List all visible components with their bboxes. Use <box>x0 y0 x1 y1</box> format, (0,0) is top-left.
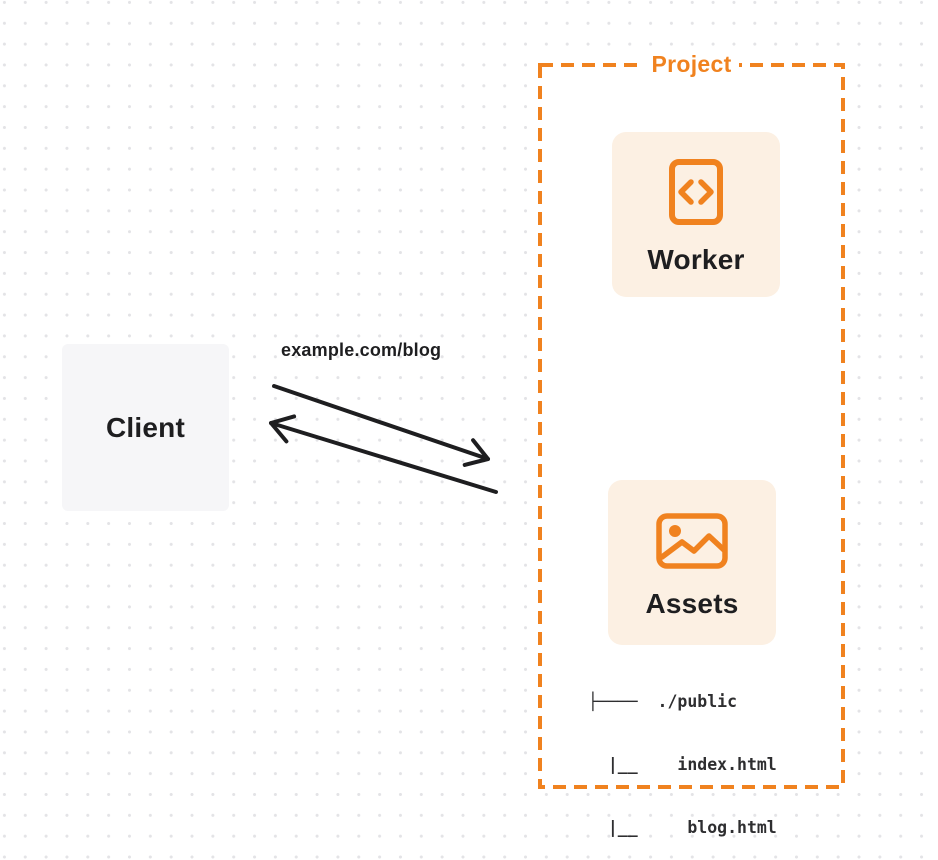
code-file-icon <box>669 159 723 225</box>
arrowhead-right-icon <box>462 438 490 467</box>
file-tree-root: ├──── ./public <box>588 692 738 711</box>
assets-label: Assets <box>645 588 739 619</box>
file-tree-item: |__ blog.html <box>588 818 777 837</box>
request-url-label: example.com/blog <box>281 340 442 360</box>
request-arrow <box>272 384 490 467</box>
client-label: Client <box>106 411 185 443</box>
image-icon <box>656 513 728 569</box>
assets-card: Assets <box>608 480 776 645</box>
worker-label: Worker <box>647 244 745 275</box>
project-label: Project <box>644 51 739 78</box>
response-arrow <box>269 414 498 494</box>
client-node: Client <box>62 344 229 511</box>
file-tree-item: |__ index.html <box>588 755 777 774</box>
project-boundary-header: Project <box>540 51 843 78</box>
assets-file-tree: ├──── ./public |__ index.html |__ blog.h… <box>588 649 777 860</box>
arrowhead-left-icon <box>269 414 297 444</box>
worker-card: Worker <box>612 132 780 297</box>
